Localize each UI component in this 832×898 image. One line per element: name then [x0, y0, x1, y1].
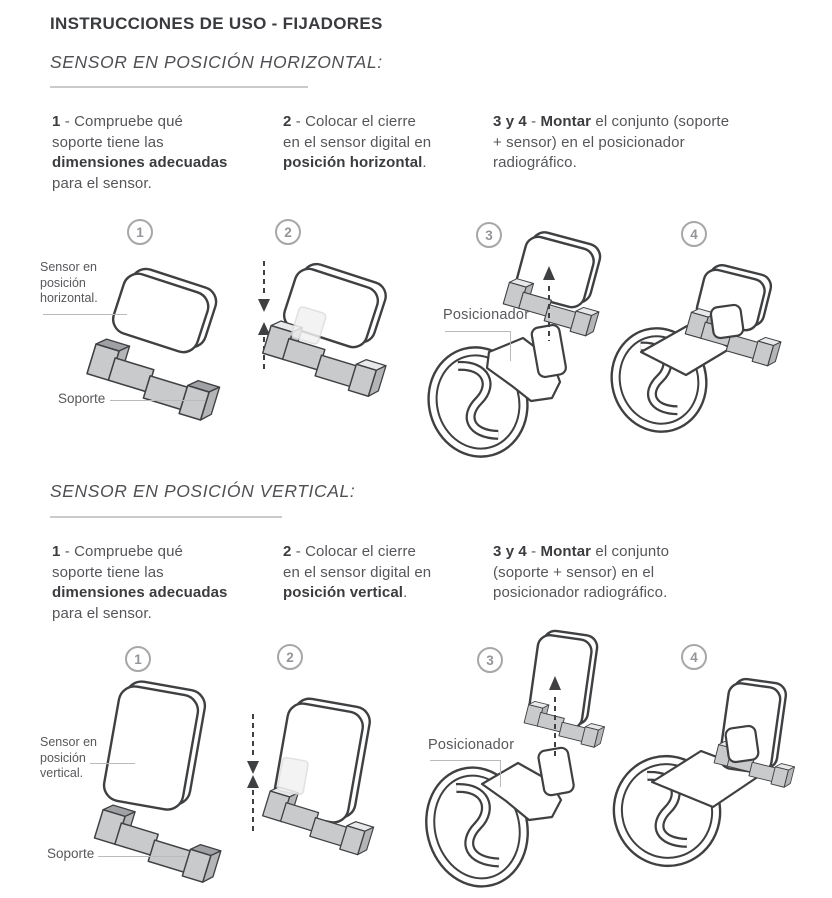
illustration-vertical-step2: [247, 697, 375, 856]
illustration-horizontal-step4: [610, 263, 782, 433]
step-3-badge: 3: [476, 222, 502, 248]
step-4-badge: 4: [681, 221, 707, 247]
leader-line: [500, 760, 501, 787]
illustration-horizontal-step1: [86, 267, 221, 421]
positioner-plate-graphic: [724, 724, 760, 764]
insert-arrow-icon: [258, 261, 270, 370]
leader-line: [98, 856, 186, 857]
step-text-h34: 3 y 4 - Montar el conjunto (soporte+ sen…: [493, 113, 730, 171]
leader-line: [43, 314, 127, 315]
leader-line: [110, 400, 205, 401]
positioner-plate-graphic: [530, 323, 567, 379]
illustration-vertical-step4: [612, 677, 795, 868]
leader-line: [445, 331, 511, 332]
sensor-graphic: [102, 680, 207, 811]
leader-line: [430, 760, 501, 761]
leader-line: [90, 763, 135, 764]
step-2-badge: 2: [277, 644, 303, 670]
step-4-badge: 4: [681, 644, 707, 670]
sensor-graphic: [111, 267, 218, 354]
sensor-graphic: [515, 231, 602, 309]
support-label: Soporte: [58, 391, 106, 406]
positioner-label: Posicionador: [443, 307, 530, 323]
sensor-position-label: Sensor en posición vertical.: [40, 735, 97, 780]
step-1-badge: 1: [125, 646, 151, 672]
illustration-horizontal-step2: [258, 261, 387, 398]
step-text-v34: 3 y 4 - Montar el conjunto(soporte + sen…: [493, 543, 670, 601]
illustration-horizontal-step3: [427, 231, 602, 458]
support-graphic: [261, 786, 375, 856]
leader-line: [510, 331, 511, 361]
mount-arrow-icon: [549, 676, 561, 758]
section-divider: [50, 86, 308, 88]
sensor-position-label: Sensor en posición horizontal.: [40, 260, 98, 305]
support-graphic: [523, 700, 605, 748]
page-title: INSTRUCCIONES DE USO - FIJADORES: [50, 14, 383, 33]
positioner-label: Posicionador: [428, 737, 515, 753]
section-heading-vertical: SENSOR EN POSICIÓN VERTICAL:: [50, 481, 356, 501]
section-heading-horizontal: SENSOR EN POSICIÓN HORIZONTAL:: [50, 52, 383, 72]
support-label: Soporte: [47, 846, 95, 861]
support-graphic: [502, 278, 600, 337]
support-graphic: [86, 338, 221, 421]
positioner-plate-graphic: [537, 746, 575, 797]
section-divider: [50, 516, 282, 518]
insert-arrow-icon: [247, 714, 259, 833]
positioner-plate-graphic: [709, 303, 745, 340]
support-graphic: [93, 804, 222, 883]
step-3-badge: 3: [477, 647, 503, 673]
illustration-vertical-step3: [425, 629, 605, 888]
step-2-badge: 2: [275, 219, 301, 245]
illustration-vertical-step1: [93, 680, 222, 883]
mount-arrow-icon: [543, 266, 555, 341]
step-1-badge: 1: [127, 219, 153, 245]
